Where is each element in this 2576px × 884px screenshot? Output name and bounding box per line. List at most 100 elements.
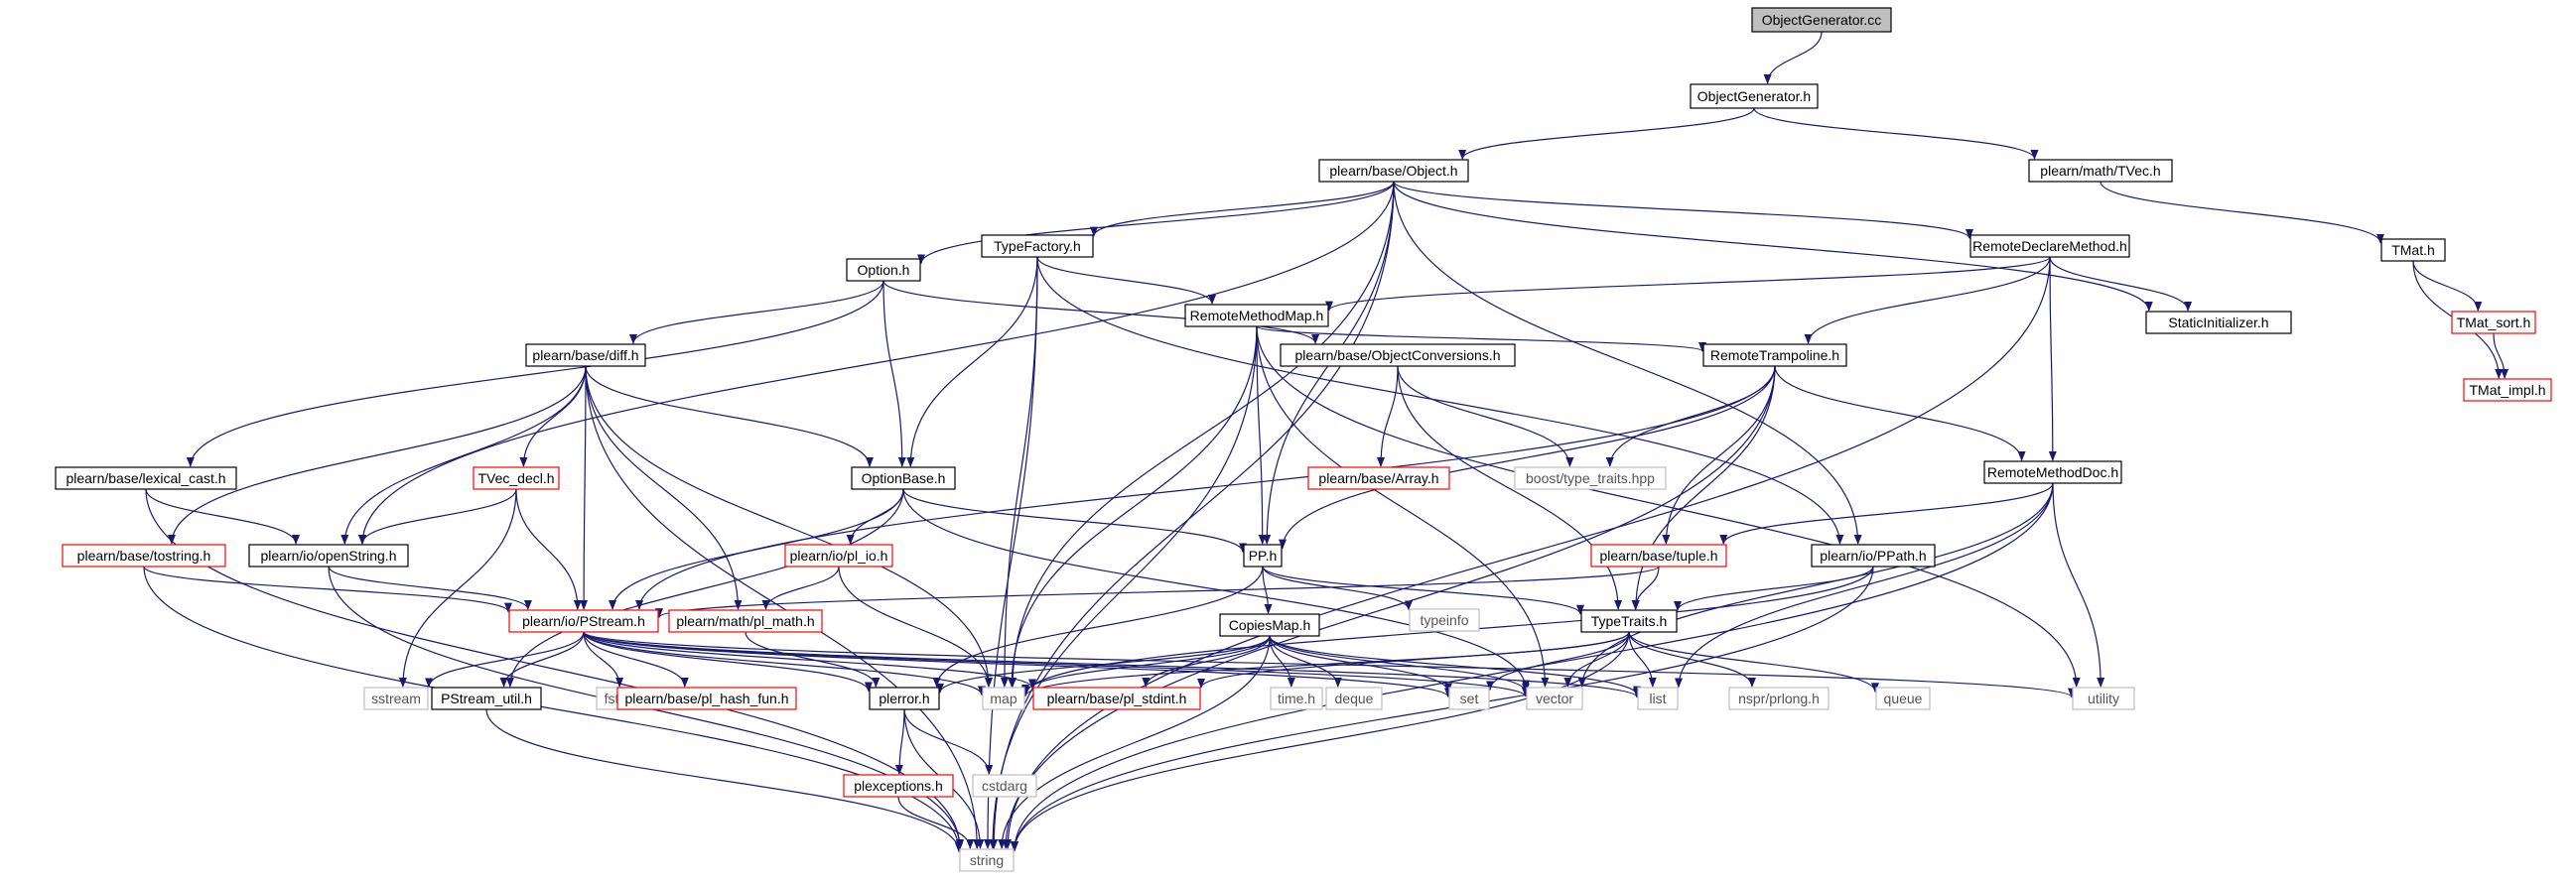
node-label: plearn/io/openString.h [261, 548, 397, 564]
node-typetraits-h[interactable]: TypeTraits.h [1580, 609, 1678, 633]
node-box [869, 687, 940, 710]
edge-remotemethodmap_h-to-pp_h [1256, 325, 1267, 545]
edge-object_h-to-typefactory_h [1090, 181, 1395, 237]
edge-object_h-to-openstring_h [358, 181, 1395, 545]
node-box [1448, 687, 1490, 710]
node-box [2380, 238, 2446, 262]
edge-diff_h-to-openstring_h [340, 365, 587, 545]
node-ppath-h[interactable]: plearn/io/PPath.h [1811, 544, 1936, 568]
node-pp-h[interactable]: PP.h [1243, 544, 1283, 568]
edge-remotemethodmap_h-to-remotetramp_h [1256, 325, 1706, 352]
node-openstring-h[interactable]: plearn/io/openString.h [248, 544, 409, 568]
edge-object_h-to-string [990, 181, 1395, 849]
node-tuple-h[interactable]: plearn/base/tuple.h [1590, 544, 1727, 568]
node-box [1032, 687, 1201, 710]
edge-tmat_sort_h-to-tmat_impl_h [2493, 332, 2509, 379]
edge-openstring_h-to-pstream_h [328, 566, 532, 610]
edge-diff_h-to-string [585, 365, 982, 849]
node-pl-hash-fun-h[interactable]: plearn/base/pl_hash_fun.h [616, 687, 797, 710]
node-box [431, 687, 542, 710]
node-box [1751, 7, 1892, 33]
edge-diff_h-to-pl_math_h [585, 365, 743, 610]
node-pl-io-h[interactable]: plearn/io/pl_io.h [784, 544, 893, 568]
node-label: nspr/prlong.h [1738, 691, 1820, 706]
node-optionbase-h[interactable]: OptionBase.h [851, 466, 956, 490]
node-label: set [1460, 691, 1479, 706]
edge-copiesmap_h-to-string [998, 635, 1271, 849]
node-objgen-h[interactable]: ObjectGenerator.h [1690, 83, 1819, 109]
node-copiesmap-h[interactable]: CopiesMap.h [1219, 613, 1320, 637]
edge-objgen_cc-to-objgen_h [1763, 31, 1823, 84]
node-box [55, 466, 237, 490]
node-tvec-h[interactable]: plearn/math/TVec.h [2028, 159, 2173, 183]
node-diff-h[interactable]: plearn/base/diff.h [525, 343, 646, 367]
edge-pstream_h-to-fstream [583, 631, 624, 688]
edge-lexcast_h-to-string [145, 488, 964, 849]
edge-pstream_h-to-pl_stdint_h [583, 631, 1036, 690]
node-tostring-h[interactable]: plearn/base/tostring.h [62, 544, 226, 568]
edge-typetraits_h-to-nspr_prlong [1628, 631, 1756, 688]
edge-diff_h-to-map [585, 365, 993, 688]
node-tmat-h[interactable]: TMat.h [2380, 238, 2446, 262]
node-object-h[interactable]: plearn/base/Object.h [1318, 159, 1469, 183]
node-label: TypeFactory.h [994, 238, 1081, 254]
node-plerror-h[interactable]: plerror.h [869, 687, 940, 710]
node-label: plearn/base/diff.h [532, 347, 638, 363]
edge-remotemethodmap_h-to-string [989, 325, 1258, 849]
node-remotedeclare-h[interactable]: RemoteDeclareMethod.h [1969, 234, 2130, 258]
edge-optionbase_h-to-pstream_util_h [505, 488, 904, 688]
edge-copiesmap_h-to-map [1021, 635, 1271, 695]
node-remotemethodmap-h[interactable]: RemoteMethodMap.h [1184, 304, 1329, 327]
node-staticinit-h[interactable]: StaticInitializer.h [2145, 311, 2292, 334]
edge-pstream_h-to-map [583, 631, 986, 696]
edge-option_h-to-optionbase_h [882, 280, 906, 467]
node-box [1637, 687, 1679, 710]
node-label: deque [1335, 691, 1374, 706]
node-box [525, 343, 646, 367]
edge-diff_h-to-optionbase_h [585, 365, 874, 467]
edge-pstream_h-to-pl_hash_fun_h [583, 631, 689, 688]
node-boost-tt: boost/type_traits.hpp [1514, 466, 1667, 490]
node-array-h[interactable]: plearn/base/Array.h [1307, 466, 1450, 490]
node-time-h: time.h [1270, 687, 1323, 710]
node-label: typeinfo [1420, 612, 1468, 628]
edge-optionbase_h-to-pp_h [902, 488, 1247, 554]
node-label: plearn/base/Object.h [1329, 163, 1457, 179]
node-label: sstream [371, 691, 421, 706]
node-label: ObjectGenerator.cc [1762, 12, 1882, 28]
node-plexceptions-h[interactable]: plexceptions.h [843, 774, 954, 798]
node-box [1514, 466, 1667, 490]
edge-remotemethoddoc_h-to-tuple_h [1719, 482, 2054, 545]
node-lexcast-h[interactable]: plearn/base/lexical_cast.h [55, 466, 237, 490]
node-pl-math-h[interactable]: plearn/math/pl_math.h [668, 609, 823, 633]
node-box [248, 544, 409, 568]
node-map: map [982, 687, 1025, 710]
node-tmat-sort-h[interactable]: TMat_sort.h [2451, 311, 2536, 334]
node-objgen-cc[interactable]: ObjectGenerator.cc [1751, 7, 1892, 33]
edge-pp_h-to-copiesmap_h [1262, 566, 1273, 614]
edge-objgen_h-to-tvec_h [1753, 107, 2039, 160]
node-label: RemoteMethodDoc.h [1987, 464, 2118, 480]
node-remotemethoddoc-h[interactable]: RemoteMethodDoc.h [1983, 460, 2122, 484]
node-tmat-impl-h[interactable]: TMat_impl.h [2463, 378, 2552, 402]
edge-copiesmap_h-to-list [1269, 635, 1641, 696]
edge-diff_h-to-tvec_decl_h [519, 365, 587, 467]
edge-pstream_h-to-sstream [425, 631, 585, 689]
node-option-h[interactable]: Option.h [846, 258, 921, 282]
node-vector: vector [1526, 687, 1583, 710]
edge-object_h-to-staticinit_h [1393, 181, 2153, 312]
node-typefactory-h[interactable]: TypeFactory.h [981, 234, 1094, 258]
node-tvec-decl-h[interactable]: TVec_decl.h [473, 466, 560, 490]
node-remotetramp-h[interactable]: RemoteTrampoline.h [1702, 343, 1847, 367]
edge-remotedeclare_h-to-remotemethoddoc_h [2048, 256, 2057, 461]
edge-lexcast_h-to-openstring_h [145, 488, 300, 545]
node-objconv-h[interactable]: plearn/base/ObjectConversions.h [1280, 343, 1516, 367]
node-box [843, 774, 954, 798]
node-pl-stdint-h[interactable]: plearn/base/pl_stdint.h [1032, 687, 1201, 710]
edge-diff_h-to-pstream_h [580, 365, 589, 610]
edge-remotetramp_h-to-pstream_h [635, 365, 1776, 610]
node-box [1280, 343, 1516, 367]
node-pstream-util-h[interactable]: PStream_util.h [431, 687, 542, 710]
node-pstream-h[interactable]: plearn/io/PStream.h [508, 609, 659, 633]
edge-remotetramp_h-to-remotemethoddoc_h [1774, 365, 2026, 461]
